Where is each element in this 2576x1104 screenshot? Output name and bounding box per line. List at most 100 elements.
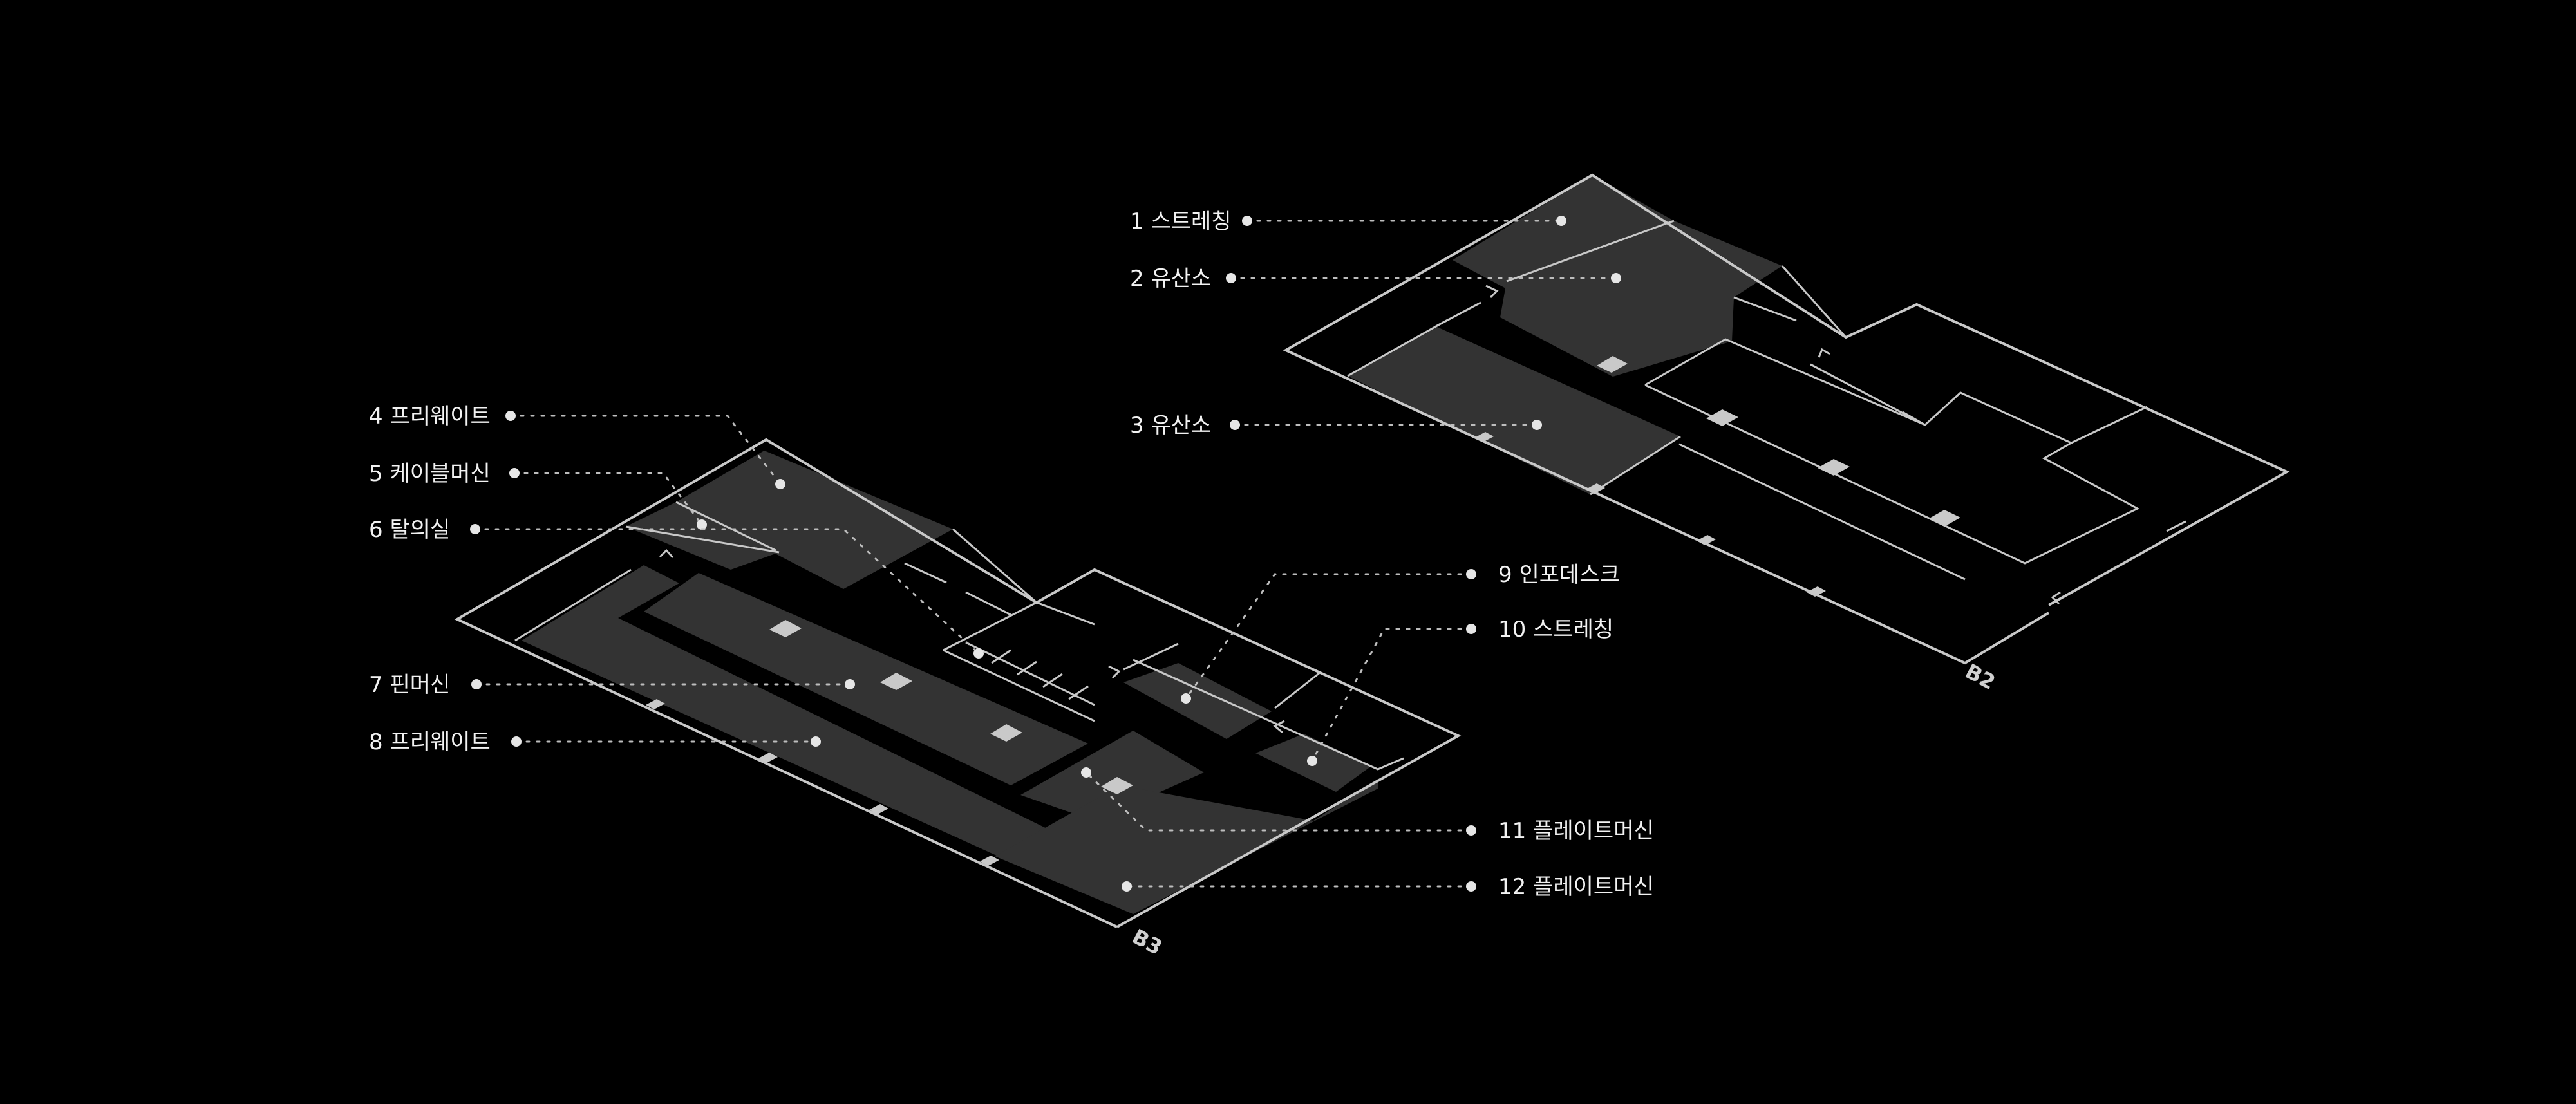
b3-floor-tag: B3	[1128, 924, 1166, 960]
b3-wall-6	[965, 591, 1011, 616]
dot-9-end	[1181, 693, 1191, 704]
b2-chip-3	[1818, 459, 1850, 476]
dot-12-end	[1122, 881, 1132, 892]
label-10: 10 스트레칭	[1498, 617, 1613, 642]
b2-chip-8	[1807, 586, 1826, 597]
dot-10-end	[1307, 756, 1317, 766]
label-7: 7 핀머신	[369, 672, 450, 698]
leader-11	[1085, 771, 1472, 832]
b3-stairs	[943, 641, 1095, 722]
b2-chip-2	[1706, 409, 1738, 426]
label-3: 3 유산소	[1130, 413, 1211, 438]
b3-outline	[454, 438, 1462, 928]
dot-5-end	[697, 519, 707, 530]
b3-wall-9	[1310, 738, 1404, 771]
b2-floor-tag: B2	[1961, 659, 1999, 695]
labels: 1 스트레칭 2 유산소 3 유산소 4 프리웨이트 5 케이블머신 6 탈의실…	[369, 209, 1654, 900]
b2-arrow-3	[2051, 591, 2061, 605]
b2-wall-7	[1810, 363, 1926, 426]
b2-wall-3	[1347, 318, 1449, 377]
label-9: 9 인포데스크	[1498, 562, 1620, 588]
dot-8-end	[811, 736, 821, 747]
b3-chip-5	[646, 699, 665, 709]
label-5: 5 케이블머신	[369, 461, 491, 487]
leader-6	[474, 528, 980, 655]
label-11: 11 플레이트머신	[1498, 818, 1654, 844]
b2-chip-7	[1697, 535, 1716, 545]
b2-outline	[1283, 173, 2290, 665]
label-4: 4 프리웨이트	[369, 404, 491, 429]
b3-wall-8	[1133, 659, 1311, 740]
dot-1-start	[1242, 216, 1252, 226]
b3-chip-8	[980, 856, 999, 866]
label-2: 2 유산소	[1130, 266, 1211, 292]
b3-chip-2	[880, 673, 912, 690]
b2-room-stretching	[1453, 175, 1674, 303]
b3-wall-5	[904, 562, 947, 584]
b2-room-cardio-lower	[1348, 326, 1680, 494]
b3-chip-7	[869, 804, 888, 814]
b2-chip-5	[1474, 432, 1494, 442]
b2-wall-9	[2071, 406, 2148, 444]
dot-4-start	[505, 411, 516, 421]
dot-6-end	[973, 648, 984, 659]
dot-11-start	[1466, 825, 1476, 836]
b3-chip-6	[758, 753, 778, 763]
b3-room-cable	[626, 502, 779, 570]
b2-wall-1	[1506, 220, 1675, 283]
dot-7-end	[845, 679, 855, 689]
b3-wall-10	[1274, 671, 1321, 709]
b3-chip-3	[990, 724, 1022, 742]
label-8: 8 프리웨이트	[369, 729, 491, 755]
dot-10-start	[1466, 624, 1476, 634]
b2-wall-8	[1678, 443, 1966, 581]
b3-wall-2	[675, 501, 776, 552]
b3-wall-7	[943, 601, 1095, 651]
b3-room-plate-12	[995, 779, 1378, 914]
dot-7-start	[471, 679, 482, 689]
dot-3-end	[1532, 420, 1542, 430]
dot-5-start	[509, 468, 520, 478]
b2-arrow-2	[1818, 348, 1830, 358]
label-6: 6 탈의실	[369, 517, 450, 543]
b3-room-plate-11	[1020, 731, 1204, 821]
leader-4	[509, 415, 782, 485]
b2-arrow-1	[1485, 285, 1499, 299]
b2-wall-10	[2166, 520, 2186, 532]
b2-inner-room	[1644, 338, 2140, 565]
b3-wall-3	[514, 568, 632, 642]
b3-wall-1	[625, 525, 780, 554]
b2-wall-5	[1781, 265, 1847, 338]
leader-9	[1185, 573, 1472, 700]
b3-room-freeweight	[676, 451, 953, 589]
label-1: 1 스트레칭	[1130, 209, 1232, 234]
dot-4-end	[775, 479, 785, 489]
b3-room-info	[1123, 663, 1272, 739]
dot-12-start	[1466, 881, 1476, 892]
b3-arrow-3	[1273, 720, 1285, 734]
b2-chip-6	[1586, 483, 1605, 494]
dot-8-start	[511, 736, 522, 747]
b3-chip-4	[1101, 777, 1133, 794]
dot-1-end	[1556, 216, 1566, 226]
floor-b2: B2	[1283, 173, 2290, 695]
b3-room-pin	[522, 565, 1090, 856]
dot-11-end	[1081, 767, 1091, 778]
b2-wall-4	[1590, 435, 1681, 496]
dot-3-start	[1230, 420, 1240, 430]
b2-chip-1	[1597, 356, 1628, 373]
b3-wall-11	[1123, 642, 1179, 671]
dot-2-end	[1611, 273, 1621, 283]
b3-arrow-2	[1108, 665, 1121, 679]
b2-wall-6	[1733, 296, 1797, 322]
b3-wall-4	[952, 528, 1037, 604]
b3-chip-1	[769, 620, 802, 637]
dot-9-start	[1466, 569, 1476, 579]
leaders	[470, 216, 1621, 892]
dot-6-start	[470, 524, 480, 534]
b2-chip-4	[1928, 510, 1960, 527]
floor-b3: B3	[454, 438, 1462, 960]
dot-2-start	[1226, 273, 1236, 283]
leader-10	[1311, 628, 1472, 762]
